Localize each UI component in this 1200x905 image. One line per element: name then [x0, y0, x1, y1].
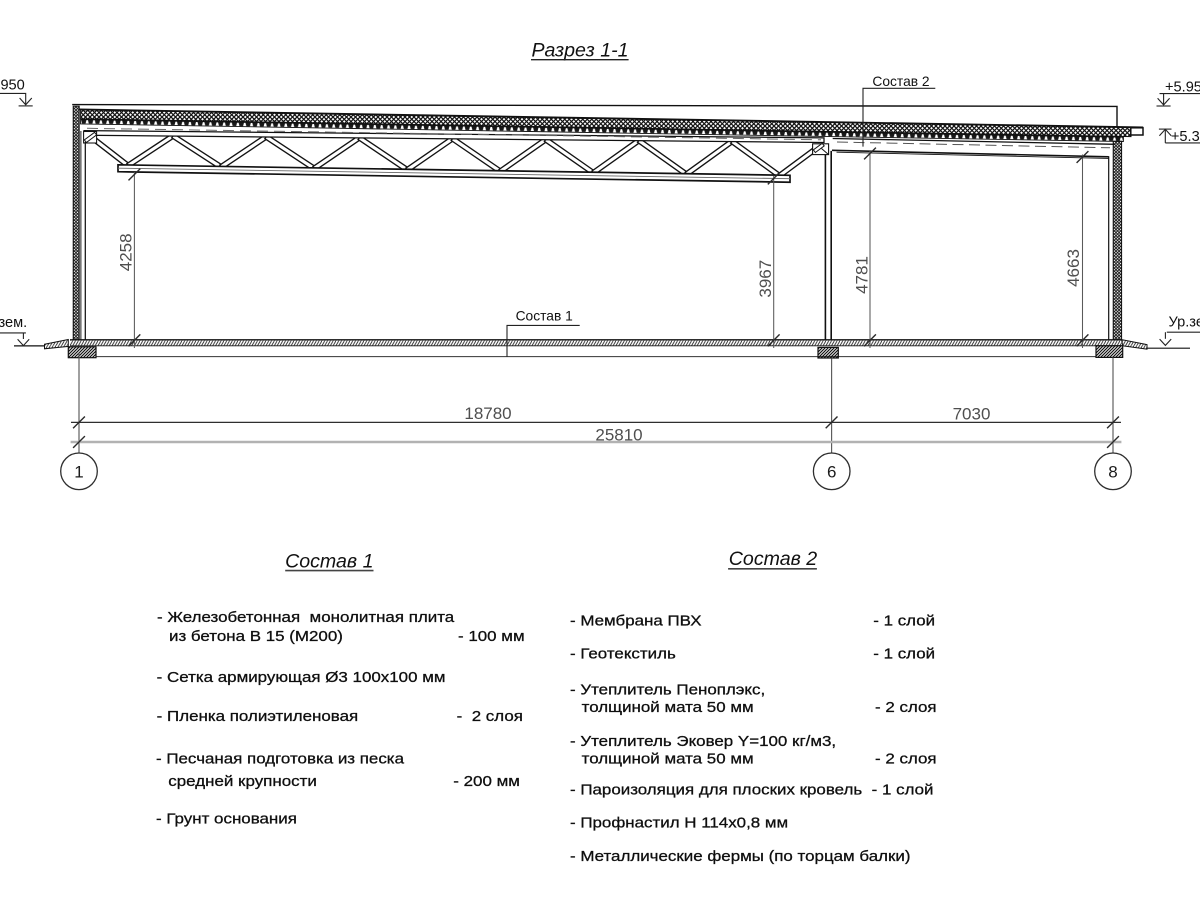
svg-text:18780: 18780	[464, 404, 511, 423]
svg-text:1: 1	[74, 462, 83, 481]
svg-text:- Геотекстиль: - Геотекстиль	[570, 647, 676, 663]
svg-text:- 2 слоя: - 2 слоя	[457, 709, 523, 725]
svg-text:толщиной мата 50 мм: толщиной мата 50 мм	[582, 751, 754, 767]
svg-text:- 2 слоя: - 2 слоя	[875, 700, 937, 716]
svg-text:Состав 2: Состав 2	[729, 548, 818, 570]
svg-text:- Железобетонная монолитная п: - Железобетонная монолитная плита	[157, 610, 455, 626]
svg-text:- Металлические фермы (по торц: - Металлические фермы (по торцам балки)	[570, 849, 911, 865]
svg-text:950: 950	[0, 77, 24, 93]
svg-text:- 200 мм: - 200 мм	[453, 774, 520, 790]
svg-text:- 1 слой: - 1 слой	[873, 613, 935, 629]
svg-text:4781: 4781	[852, 256, 871, 294]
svg-text:- Пленка полиэтиленовая: - Пленка полиэтиленовая	[157, 709, 359, 725]
svg-text:- 1 слой: - 1 слой	[872, 782, 934, 798]
svg-text:Разрез 1-1: Разрез 1-1	[531, 40, 628, 62]
svg-text:- 1 слой: - 1 слой	[873, 647, 935, 663]
svg-text:- Песчаная подготовка из песка: - Песчаная подготовка из песка	[156, 752, 405, 768]
svg-text:- Профнастил Н 114х0,8 мм: - Профнастил Н 114х0,8 мм	[570, 816, 788, 832]
svg-text:- 100 мм: - 100 мм	[458, 629, 525, 645]
svg-text:- Сетка армирующая Ø3 100х100: - Сетка армирующая Ø3 100х100 мм	[157, 670, 446, 686]
svg-text:- Утеплитель Эковер Y=100 кг/м: - Утеплитель Эковер Y=100 кг/м3,	[570, 734, 836, 750]
svg-text:3967: 3967	[756, 260, 775, 298]
svg-text:- Утеплитель Пеноплэкс,: - Утеплитель Пеноплэкс,	[570, 682, 765, 698]
svg-text:- Грунт основания: - Грунт основания	[156, 812, 297, 828]
svg-text:Ур.зем.: Ур.зем.	[0, 315, 27, 331]
svg-text:Состав 1: Состав 1	[516, 309, 573, 324]
svg-text:- Пароизоляция для плоских кро: - Пароизоляция для плоских кровель	[570, 782, 862, 798]
svg-text:- 2 слоя: - 2 слоя	[875, 751, 937, 767]
svg-text:Состав 1: Состав 1	[285, 550, 373, 572]
svg-text:4258: 4258	[117, 233, 136, 271]
svg-text:Ур.зем.: Ур.зем.	[1169, 315, 1200, 331]
svg-text:+5.38: +5.38	[1171, 129, 1200, 145]
svg-text:из бетона В 15 (М200): из бетона В 15 (М200)	[169, 629, 343, 645]
svg-text:6: 6	[827, 462, 836, 481]
svg-text:7030: 7030	[953, 404, 991, 423]
svg-text:- Мембрана ПВХ: - Мембрана ПВХ	[570, 613, 702, 629]
svg-text:25810: 25810	[595, 426, 642, 445]
svg-text:4663: 4663	[1064, 249, 1083, 287]
svg-text:8: 8	[1108, 462, 1117, 481]
svg-text:средней крупности: средней крупности	[168, 774, 316, 790]
svg-text:толщиной мата 50 мм: толщиной мата 50 мм	[582, 700, 754, 716]
svg-text:Состав 2: Состав 2	[872, 74, 929, 89]
